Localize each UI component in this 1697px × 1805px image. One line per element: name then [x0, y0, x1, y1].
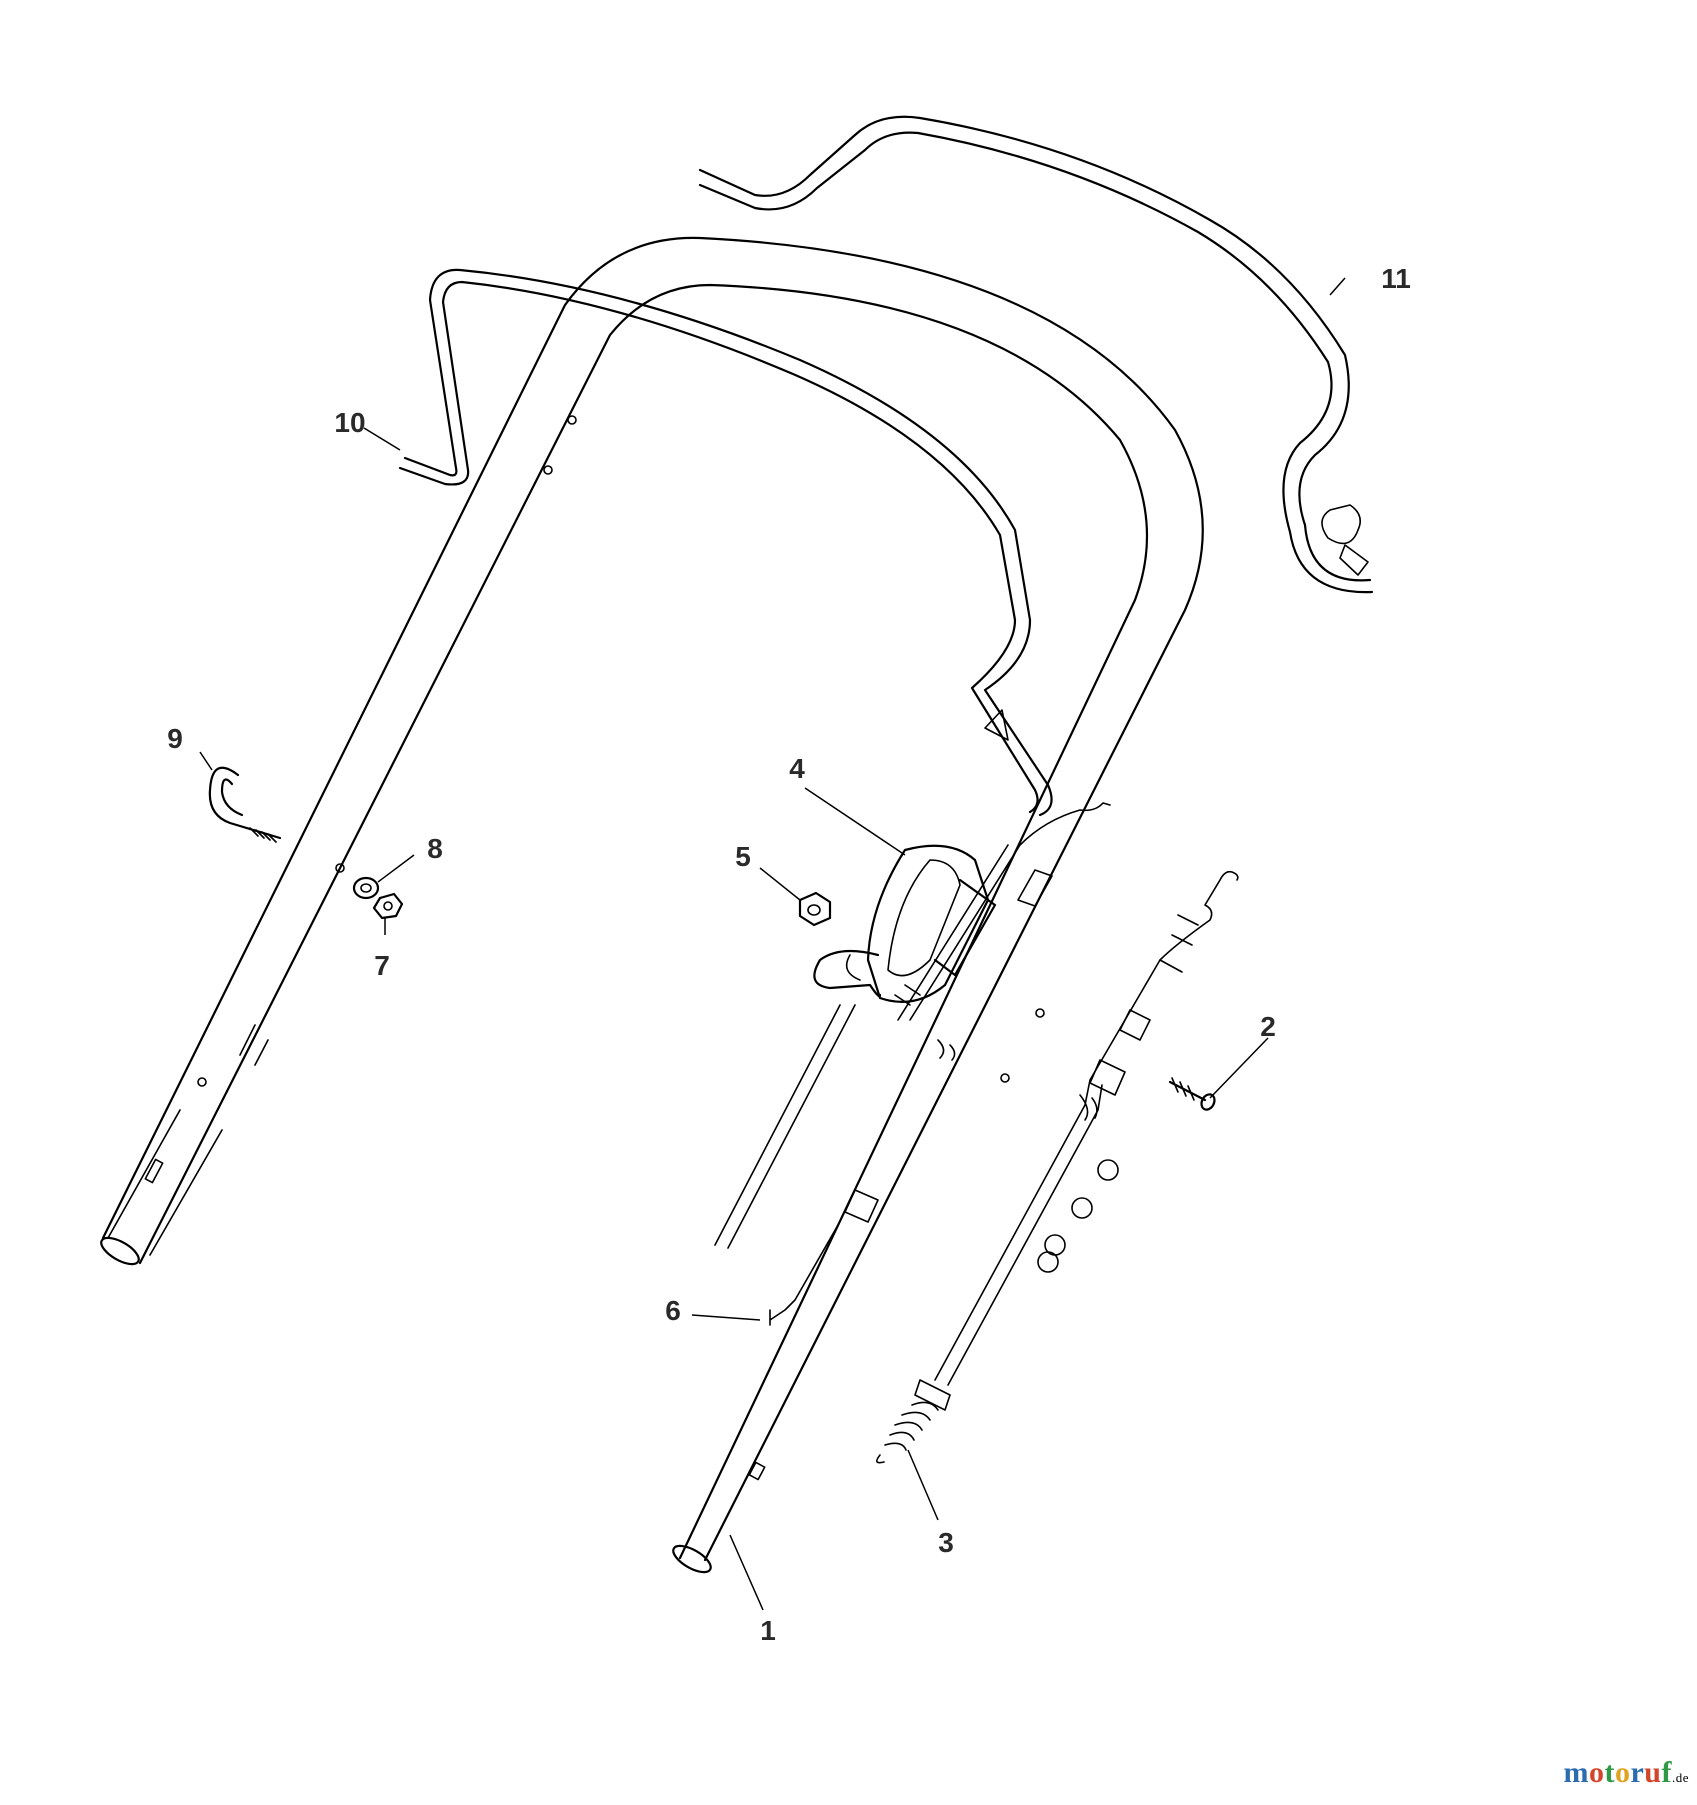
callout-9: 9: [167, 723, 183, 754]
washer-set: [1037, 1159, 1119, 1273]
part-10-bail-bar: [398, 268, 1053, 817]
callout-4: 4: [789, 753, 805, 784]
part-4-control-lever: [813, 844, 997, 1006]
watermark-letter: o: [1614, 1756, 1631, 1789]
watermark-letter: o: [1588, 1756, 1605, 1789]
callout-11: 11: [1381, 263, 1411, 294]
part-2-screw: [1168, 1077, 1216, 1111]
part-9-hook: [208, 766, 282, 843]
part-3-cable-spring: [876, 870, 1239, 1464]
callout-3: 3: [938, 1527, 954, 1558]
callout-7: 7: [374, 950, 390, 981]
callout-6: 6: [665, 1295, 681, 1326]
watermark-letter: m: [1563, 1756, 1589, 1789]
watermark-letter: u: [1644, 1756, 1662, 1789]
part-5-nut: [798, 891, 832, 927]
callout-8: 8: [427, 833, 443, 864]
watermark-letter: r: [1630, 1756, 1645, 1789]
leader-lines: [199, 277, 1346, 1611]
motoruf-watermark-logo: motoruf.de: [1563, 1756, 1689, 1790]
part-8-washer: [352, 876, 380, 900]
part-1-main-handle: [100, 236, 1204, 1574]
part-6-cable: [714, 802, 1111, 1326]
callout-10: 10: [334, 407, 365, 438]
watermark-name: motoruf: [1563, 1756, 1672, 1789]
callout-1: 1: [760, 1615, 776, 1646]
callout-5: 5: [735, 841, 751, 872]
callout-2: 2: [1260, 1011, 1276, 1042]
watermark-tld: .de: [1671, 1770, 1689, 1785]
part-7-nut: [372, 892, 404, 920]
watermark-letter: f: [1661, 1756, 1672, 1789]
part-11-rear-bar: [698, 115, 1374, 594]
watermark-letter: t: [1604, 1756, 1615, 1789]
callouts: 1 2 3 4 5 6 7 8 9 10 11: [167, 263, 1411, 1646]
